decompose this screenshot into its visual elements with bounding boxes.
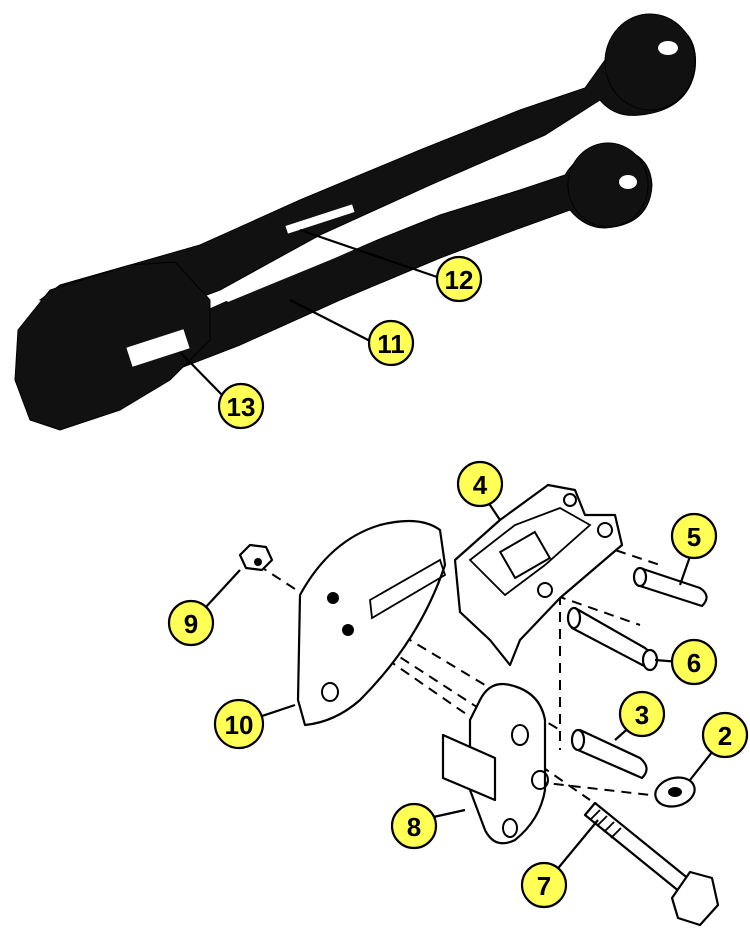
- part-bolt: [583, 801, 720, 927]
- part-link: [441, 682, 549, 845]
- svg-text:5: 5: [687, 522, 701, 552]
- part-hex-nut: [238, 543, 274, 572]
- part-plate: [296, 519, 447, 727]
- leader-9: [204, 569, 241, 609]
- svg-text:12: 12: [445, 265, 474, 295]
- callout-9: 9: [167, 599, 215, 647]
- callout-8: 8: [390, 802, 438, 850]
- leader-12: [299, 228, 441, 280]
- part-pin-long: [566, 606, 659, 672]
- svg-text:2: 2: [718, 721, 732, 751]
- callout-2: 2: [701, 711, 749, 759]
- svg-text:6: 6: [687, 648, 701, 678]
- callout-6: 6: [670, 638, 718, 686]
- callout-3: 3: [618, 690, 666, 738]
- svg-text:8: 8: [407, 812, 421, 842]
- sealer-tool-illustration: [14, 13, 697, 431]
- callout-11: 11: [367, 319, 415, 367]
- svg-text:9: 9: [184, 609, 198, 639]
- leader-13: [179, 351, 226, 399]
- part-washer: [654, 776, 696, 808]
- part-pin-mid: [570, 728, 648, 780]
- callout-13: 13: [217, 382, 265, 430]
- callout-12: 12: [435, 255, 483, 303]
- svg-text:7: 7: [537, 871, 551, 901]
- leader-11: [289, 299, 373, 343]
- callout-4: 4: [456, 460, 504, 508]
- svg-text:11: 11: [377, 329, 405, 359]
- svg-text:13: 13: [227, 392, 256, 422]
- part-body-block: [453, 483, 624, 667]
- callout-10: 10: [213, 698, 265, 750]
- part-pin-short: [632, 566, 708, 608]
- callout-5: 5: [670, 512, 718, 560]
- svg-text:3: 3: [635, 700, 649, 730]
- svg-text:10: 10: [225, 710, 254, 740]
- svg-text:4: 4: [473, 470, 488, 500]
- callout-7: 7: [520, 861, 568, 909]
